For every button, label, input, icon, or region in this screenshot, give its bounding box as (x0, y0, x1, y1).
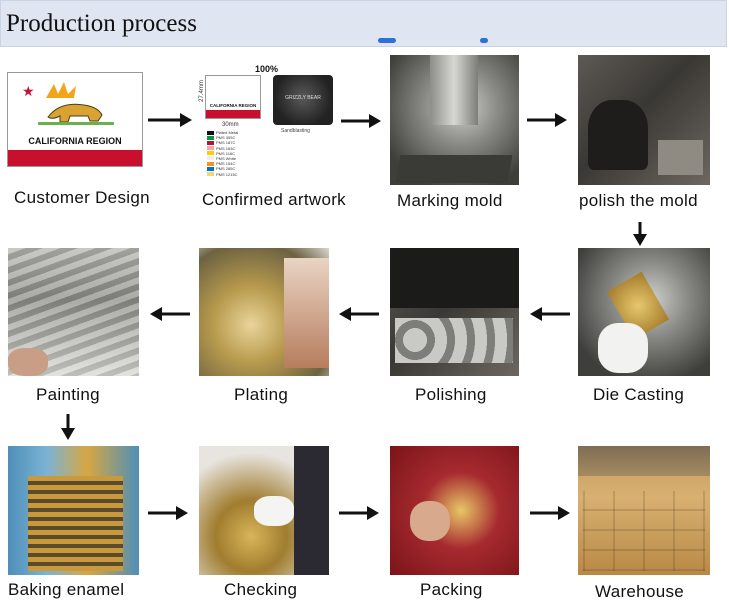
polish-mold-photo (578, 55, 710, 185)
confirmed-artwork-image: 100% 27.4mm CALIFORNIA REGION 30mm GRIZZ… (197, 64, 337, 184)
color-swatch (207, 156, 214, 161)
step-label-painting: Painting (36, 385, 100, 404)
step-label-polish-the-mold: polish the mold (579, 191, 698, 210)
arrow-left-icon (150, 307, 190, 321)
step-label-polishing: Polishing (415, 385, 487, 404)
step-label-warehouse: Warehouse (595, 582, 685, 601)
step-label-customer-design: Customer Design (14, 188, 150, 207)
bear-icon (38, 82, 114, 125)
swatch-row: PMS 1215C (207, 172, 238, 177)
page-title: Production process (6, 10, 197, 37)
color-swatch (207, 146, 214, 151)
customer-design-image: ★ CALIFORNIA REGION (7, 72, 143, 167)
step-label-plating: Plating (234, 385, 289, 404)
color-swatch (207, 151, 214, 156)
arrow-right-icon (527, 113, 567, 127)
artwork-flag-thumbnail: CALIFORNIA REGION (205, 75, 261, 119)
painting-photo (8, 248, 139, 376)
checking-photo (199, 446, 329, 575)
step-label-packing: Packing (420, 580, 483, 599)
color-swatch (207, 166, 214, 171)
decorative-accent (480, 38, 488, 43)
artwork-flag-text: CALIFORNIA REGION (209, 103, 257, 108)
decorative-accent (378, 38, 396, 43)
baking-enamel-photo (8, 446, 139, 575)
warehouse-photo (578, 446, 710, 575)
arrow-right-icon (341, 114, 381, 128)
arrow-right-icon (530, 506, 570, 520)
swatch-row: PMS 116C (207, 151, 238, 156)
plating-photo (199, 248, 329, 376)
artwork-dim-horizontal: 30mm (222, 122, 239, 128)
arrow-down-icon (633, 222, 647, 246)
step-label-confirmed-artwork: Confirmed artwork (202, 190, 346, 209)
color-swatch (207, 161, 214, 166)
swatch-row: PMS 285C (207, 166, 238, 171)
arrow-right-icon (339, 506, 379, 520)
color-swatch-list: Plated Metal PMS 355C PMS 187C PMS 183C … (207, 130, 238, 177)
artwork-sandblast-thumbnail: GRIZZLY BEAR (273, 75, 333, 125)
swatch-row: PMS 355C (207, 135, 238, 140)
step-label-marking-mold: Marking mold (397, 191, 503, 210)
swatch-row: Plated Metal (207, 130, 238, 135)
header-bar: Production process (0, 0, 727, 47)
swatch-row: PMS 183C (207, 146, 238, 151)
arrow-down-icon (61, 414, 75, 440)
color-swatch (207, 130, 214, 135)
arrow-right-icon (148, 113, 192, 127)
arrow-left-icon (339, 307, 379, 321)
swatch-row: PMS White (207, 156, 238, 161)
arrow-right-icon (148, 506, 188, 520)
marking-mold-photo (390, 55, 519, 185)
die-casting-photo (578, 248, 710, 376)
step-label-die-casting: Die Casting (593, 385, 685, 404)
artwork-dim-vertical: 27.4mm (198, 80, 205, 102)
color-swatch (207, 172, 214, 176)
swatch-row: PMS 187C (207, 140, 238, 145)
swatch-row: PMS 154C (207, 161, 238, 166)
artwork-percent: 100% (255, 64, 279, 74)
step-label-baking-enamel: Baking enamel (8, 580, 125, 599)
star-icon: ★ (22, 83, 35, 99)
color-swatch (207, 135, 214, 140)
artwork-dark-label: GRIZZLY BEAR (285, 95, 321, 101)
color-swatch (207, 140, 214, 145)
step-label-checking: Checking (224, 580, 298, 599)
flag-band (8, 150, 142, 166)
polishing-photo (390, 248, 519, 376)
artwork-dark-caption: Sandblasting (281, 128, 310, 134)
flag-text: CALIFORNIA REGION (28, 136, 122, 146)
packing-photo (390, 446, 519, 575)
arrow-left-icon (530, 307, 570, 321)
